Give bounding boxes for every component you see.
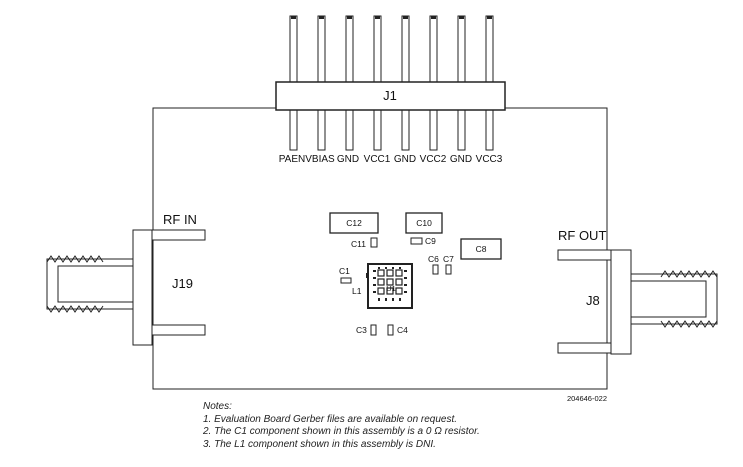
j1-label: J1 xyxy=(383,88,397,103)
j8-label: J8 xyxy=(586,293,600,308)
figure-id: 204646-022 xyxy=(567,394,607,403)
pin-label-vbias: VBIAS xyxy=(305,154,335,165)
j8-tab-bottom xyxy=(557,342,612,354)
pin-label-gnd: GND xyxy=(394,154,416,165)
j19-flange xyxy=(132,229,153,346)
notes-block: Notes: 1. Evaluation Board Gerber files … xyxy=(203,401,623,451)
j19-sma-connector xyxy=(46,229,206,346)
j19-tab-bottom xyxy=(151,324,206,336)
u1-label: U1 xyxy=(386,284,396,293)
c7-pad xyxy=(445,264,452,275)
j1-pin xyxy=(289,15,298,83)
j19-inner xyxy=(57,265,134,303)
c4-pad xyxy=(387,324,394,336)
pin-label-vcc1: VCC1 xyxy=(364,154,391,165)
c12-pad xyxy=(329,212,379,234)
c3-label: C3 xyxy=(356,325,367,335)
notes-heading: Notes: xyxy=(203,401,232,412)
c4-label: C4 xyxy=(397,325,408,335)
c7-label: C7 xyxy=(443,254,454,264)
j19-label: J19 xyxy=(172,276,193,291)
pin-label-gnd: GND xyxy=(450,154,472,165)
pin-label-vcc3: VCC3 xyxy=(476,154,503,165)
j1-pin xyxy=(373,15,382,83)
c11-label: C11 xyxy=(351,239,366,249)
l1-label: L1 xyxy=(352,286,362,296)
j8-thread-top xyxy=(660,270,718,278)
components xyxy=(329,212,502,336)
c8-label: C8 xyxy=(476,244,487,254)
c1-pad xyxy=(340,277,352,284)
note-item-1: 1. Evaluation Board Gerber files are ava… xyxy=(203,413,458,425)
pin-label-vcc2: VCC2 xyxy=(420,154,447,165)
j19-thread-top xyxy=(46,255,104,263)
j1-pin xyxy=(317,15,326,83)
j1-pin xyxy=(457,15,466,83)
component-labels: C12 C10 C11 C9 C8 C6 C7 C1 L1 U1 C3 C4 xyxy=(339,218,487,335)
c9-pad xyxy=(410,237,423,245)
j1-pin xyxy=(401,15,410,83)
j1-pins xyxy=(289,15,494,83)
pin-label-paen: PAEN xyxy=(279,154,306,165)
c1-label: C1 xyxy=(339,266,350,276)
c3-pad xyxy=(370,324,377,336)
j8-tab-top xyxy=(557,249,612,261)
rf-in-label: RF IN xyxy=(163,212,197,227)
j8-thread-bottom xyxy=(660,320,718,328)
u1-ic-package xyxy=(367,263,413,309)
c10-label: C10 xyxy=(416,218,432,228)
note-item-2: 2. The C1 component shown in this assemb… xyxy=(203,426,480,438)
j8-inner xyxy=(630,280,707,318)
j8-flange xyxy=(610,249,632,355)
c6-label: C6 xyxy=(428,254,439,264)
j1-pin xyxy=(345,15,354,83)
j1-pin xyxy=(485,15,494,83)
c6-pad xyxy=(432,264,439,275)
j1-connector-body xyxy=(275,81,506,111)
note-item-3: 3. The L1 component shown in this assemb… xyxy=(203,438,436,450)
c10-pad xyxy=(405,212,443,234)
j1-pin-labels: PAEN VBIAS GND VCC1 GND VCC2 GND VCC3 xyxy=(279,154,503,165)
j1-pin-tips xyxy=(291,16,492,19)
pin-label-gnd: GND xyxy=(337,154,359,165)
board-outline xyxy=(152,107,608,390)
c9-label: C9 xyxy=(425,236,436,246)
c8-pad xyxy=(460,238,502,260)
j19-tab-top xyxy=(151,229,206,241)
c12-label: C12 xyxy=(346,218,362,228)
j8-sma-connector xyxy=(557,249,718,355)
j1-pin xyxy=(429,15,438,83)
j19-thread-bottom xyxy=(46,305,104,313)
c11-pad xyxy=(370,237,378,248)
rf-out-label: RF OUT xyxy=(558,228,606,243)
